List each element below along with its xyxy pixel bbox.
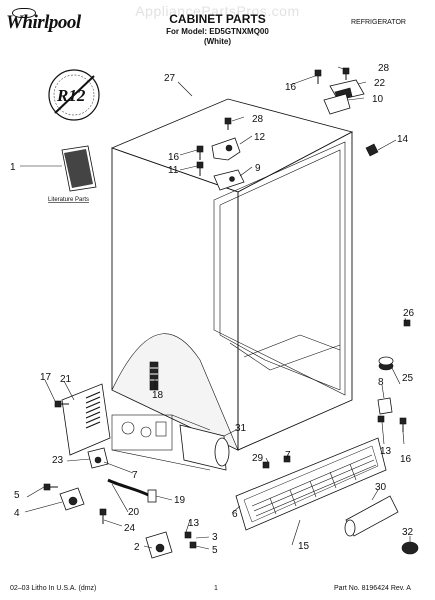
callout-15: 15 [298, 541, 310, 552]
r12-badge-icon: R12 [48, 69, 100, 121]
leveling-glide[interactable] [378, 356, 394, 371]
category-label: REFRIGERATOR [351, 19, 406, 26]
callout-5: 5 [212, 545, 218, 556]
callout-4: 4 [14, 508, 20, 519]
callout-30: 30 [375, 482, 387, 493]
callout-1: 1 [10, 162, 16, 173]
callout-13: 13 [380, 446, 392, 457]
callout-27: 27 [164, 73, 176, 84]
callout-25: 25 [402, 373, 414, 384]
callout-24: 24 [124, 523, 136, 534]
roller-4[interactable] [59, 487, 85, 511]
callout-9: 9 [255, 163, 261, 174]
back-panel[interactable] [61, 383, 111, 456]
callout-32: 32 [402, 527, 414, 538]
callout-23: 23 [52, 455, 64, 466]
drain-hose[interactable] [344, 495, 399, 537]
callout-17: 17 [40, 372, 52, 383]
callout-20: 20 [128, 507, 140, 518]
brand-logo: Whirlpool [6, 12, 81, 33]
bracket-14[interactable] [365, 143, 379, 157]
callout-18: 18 [152, 390, 164, 401]
callout-5: 5 [14, 490, 20, 501]
roller-2[interactable] [145, 531, 173, 559]
toe-grille[interactable] [235, 437, 387, 531]
bracket-8[interactable] [377, 397, 393, 415]
color-line: (White) [203, 37, 232, 46]
model-line: For Model: ED5GTNXMQ00 [166, 27, 269, 36]
callout-10: 10 [372, 94, 384, 105]
watermark: AppliancePartsPros.com [135, 3, 300, 19]
callout-14: 14 [397, 134, 409, 145]
callout-28: 28 [252, 114, 264, 125]
callout-7: 7 [132, 470, 138, 481]
top-hinge-center[interactable] [211, 137, 241, 161]
callout-labels: 27 28 22 16 10 28 12 14 1 16 11 9 26 17 … [10, 63, 415, 556]
callout-16: 16 [285, 82, 297, 93]
leader-lines [20, 66, 411, 550]
callout-29: 29 [252, 453, 264, 464]
callout-16: 16 [168, 152, 180, 163]
brand-swoosh-icon [12, 8, 36, 18]
footer-page-number: 1 [214, 585, 218, 592]
callout-3: 3 [212, 532, 218, 543]
callout-16: 16 [400, 454, 412, 465]
machine-compartment [111, 333, 239, 451]
callout-6: 6 [232, 509, 238, 520]
callout-31: 31 [235, 423, 247, 434]
hinge-bracket-10[interactable] [323, 93, 351, 115]
callout-12: 12 [254, 132, 266, 143]
callout-7: 7 [285, 450, 291, 461]
callout-21: 21 [60, 374, 72, 385]
literature-booklet[interactable] [61, 145, 97, 192]
roller-23[interactable] [87, 447, 109, 469]
callout-26: 26 [403, 308, 415, 319]
callout-11: 11 [168, 165, 179, 176]
callout-22: 22 [374, 78, 386, 89]
hose-clamp[interactable] [401, 541, 419, 555]
callout-13: 13 [188, 518, 200, 529]
screw-icon [43, 67, 411, 549]
callout-19: 19 [174, 495, 186, 506]
air-duct[interactable] [179, 424, 230, 471]
drain-tube[interactable] [107, 478, 157, 503]
callout-2: 2 [134, 542, 140, 553]
hinge-bracket-9[interactable] [213, 169, 245, 191]
page-title: CABINET PARTS [169, 12, 266, 26]
literature-parts-label: Literature Parts [48, 197, 89, 203]
callout-8: 8 [378, 377, 384, 388]
footer-litho: 02–03 Litho In U.S.A. (dmz) [10, 585, 97, 592]
callout-28: 28 [378, 63, 390, 74]
footer-part-number: Part No. 8196424 Rev. A [334, 585, 411, 592]
compressor-area [111, 414, 211, 471]
